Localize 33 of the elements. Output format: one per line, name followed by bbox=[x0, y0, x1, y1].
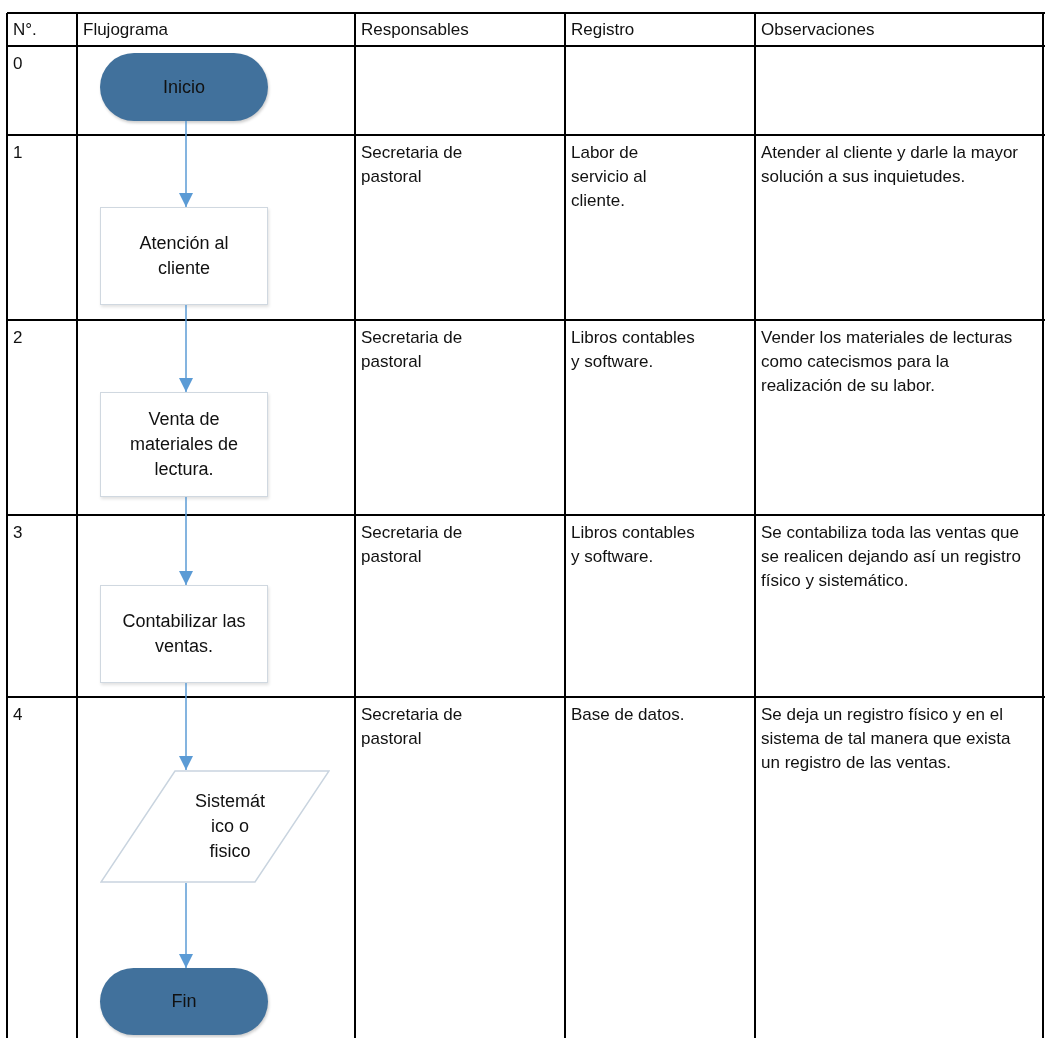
responsible-text: Secretaria de pastoral bbox=[361, 327, 464, 373]
column-header: Flujograma bbox=[83, 19, 170, 41]
record-text: Base de datos. bbox=[571, 704, 686, 726]
record-text: Labor de servicio al cliente. bbox=[571, 142, 648, 212]
row-number: 0 bbox=[13, 53, 24, 75]
column-header: Responsables bbox=[361, 19, 470, 41]
arrow bbox=[179, 882, 193, 969]
row-number: 3 bbox=[13, 522, 24, 544]
process-box: Contabilizar las ventas. bbox=[100, 585, 268, 683]
record-text: Libros contables y software. bbox=[571, 327, 696, 373]
arrow bbox=[179, 496, 193, 586]
row-number: 2 bbox=[13, 327, 24, 349]
observation-text: Atender al cliente y darle la mayor solución a sus inquietudes. bbox=[761, 142, 1020, 188]
column-header: Registro bbox=[571, 19, 636, 41]
process-box: Atención al cliente bbox=[100, 207, 268, 305]
responsible-text: Secretaria de pastoral bbox=[361, 142, 464, 188]
observation-text: Se contabiliza toda las ventas que se realicen dejando así un registro físico y sistemático. bbox=[761, 522, 1022, 592]
responsible-text: Secretaria de pastoral bbox=[361, 522, 464, 568]
row-number: 4 bbox=[13, 704, 24, 726]
process-box: Venta de materiales de lectura. bbox=[100, 392, 268, 497]
row-number: 1 bbox=[13, 142, 24, 164]
terminal-pill: Inicio bbox=[100, 53, 268, 121]
arrow bbox=[179, 682, 193, 771]
record-text: Libros contables y software. bbox=[571, 522, 696, 568]
arrow bbox=[179, 304, 193, 393]
observation-text: Se deja un registro físico y en el sistema de tal manera que exista un registro de las ventas. bbox=[761, 704, 1012, 774]
data-parallelogram: Sistemát ico o fisico bbox=[100, 770, 330, 883]
observation-text: Vender los materiales de lecturas como catecismos para la realización de su labor. bbox=[761, 327, 1014, 397]
responsible-text: Secretaria de pastoral bbox=[361, 704, 464, 750]
terminal-pill: Fin bbox=[100, 968, 268, 1035]
column-header: N°. bbox=[13, 19, 38, 41]
arrow bbox=[179, 120, 193, 208]
column-header: Observaciones bbox=[761, 19, 876, 41]
